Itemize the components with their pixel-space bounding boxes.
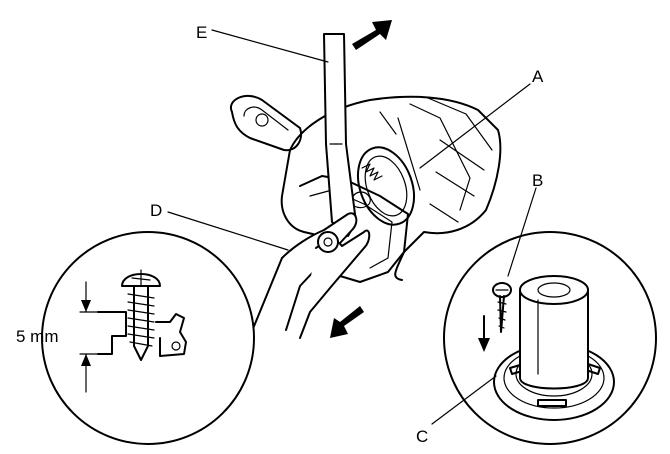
arrow-up-right [352,20,392,50]
dimension-label: 5 mm [16,327,59,346]
leader-lines [167,29,537,425]
label-a: A [532,67,544,86]
label-e: E [196,23,207,42]
arrow-down-left [330,306,364,338]
screwdriver-e [323,33,357,237]
label-d: D [150,201,162,220]
pliers-d [249,212,371,339]
label-b: B [532,171,543,190]
detail-circle-left [41,231,255,445]
label-c: C [416,427,428,446]
detail-circle-right [443,231,657,445]
screw-b [492,282,512,333]
housing-assembly [229,94,502,283]
